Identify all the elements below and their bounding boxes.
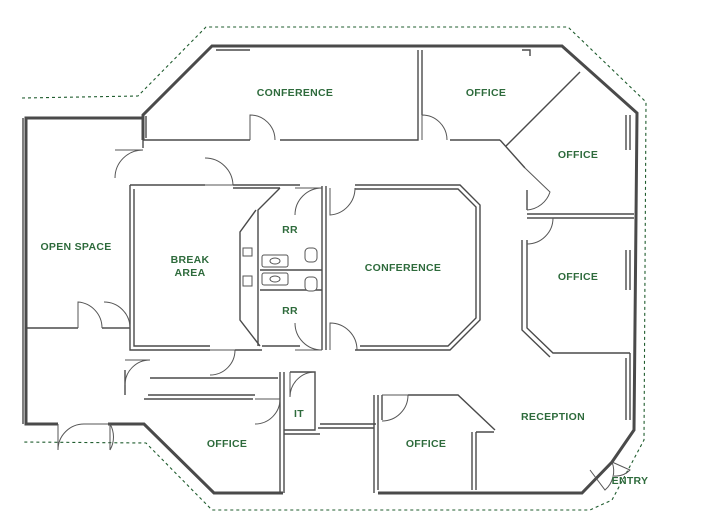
room-label-office-top: OFFICE (466, 87, 506, 99)
room-label-reception: RECEPTION (521, 411, 585, 423)
appliance-fixture (242, 247, 253, 257)
appliance-fixture (242, 275, 253, 287)
room-labels: CONFERENCE OFFICE OFFICE OPEN SPACE BREA… (40, 87, 648, 487)
doors (57, 114, 631, 491)
toilet-fixture (304, 276, 318, 292)
toilet-fixture (304, 247, 318, 263)
room-label-office-mid-right: OFFICE (558, 271, 598, 283)
room-label-office-upper-right: OFFICE (558, 149, 598, 161)
room-label-office-bottom-left: OFFICE (207, 438, 247, 450)
room-label-break-area-line2: AREA (175, 267, 206, 279)
room-label-entry: ENTRY (612, 475, 649, 487)
room-label-conference-top: CONFERENCE (257, 87, 334, 99)
restroom-fixtures (242, 247, 318, 292)
property-boundary (21, 26, 647, 511)
room-label-it: IT (294, 408, 304, 420)
room-label-restroom-upper: RR (282, 224, 298, 236)
room-label-break-area-line1: BREAK (171, 254, 210, 266)
room-label-office-bottom-mid: OFFICE (406, 438, 446, 450)
room-label-conference-center: CONFERENCE (365, 262, 442, 274)
interior-walls (26, 49, 634, 493)
exterior-walls (22, 44, 639, 495)
room-label-restroom-lower: RR (282, 305, 298, 317)
sink-basin (269, 257, 281, 265)
room-label-open-space: OPEN SPACE (40, 241, 111, 253)
sink-basin (269, 275, 281, 283)
